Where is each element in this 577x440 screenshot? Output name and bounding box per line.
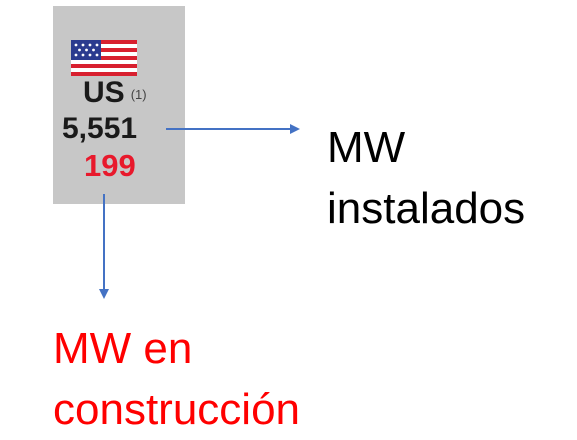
construction-callout-label: MW en construcción: [53, 318, 373, 440]
installed-label-line: instalados: [327, 184, 526, 233]
construction-mw-value: 199: [84, 148, 136, 183]
country-code-text: US: [83, 76, 125, 109]
us-flag-icon: [71, 38, 137, 78]
footnote-marker: (1): [130, 87, 147, 102]
installed-callout-label: MW instalados: [327, 117, 567, 239]
construction-label-line: construcción: [53, 385, 301, 434]
country-code: US (1): [83, 78, 147, 108]
callout-arrows: [99, 124, 300, 299]
installed-mw-value: 5,551: [62, 112, 138, 145]
construction-label-line: MW en: [53, 324, 193, 373]
installed-label-line: MW: [327, 123, 406, 172]
